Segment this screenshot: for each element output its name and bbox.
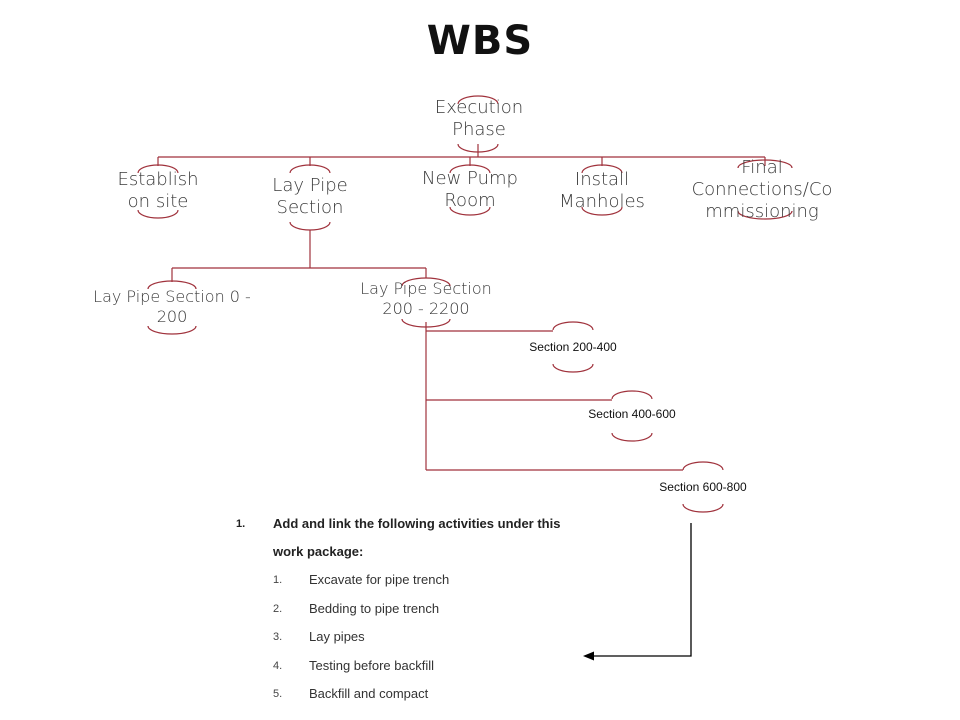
arc-pump-bottom	[449, 206, 491, 216]
node-install-manholes: Install Manholes	[542, 169, 662, 213]
instruction-main-number: 1.	[236, 518, 246, 530]
node-label-line: Install	[574, 169, 630, 190]
node-label-line: Connections/Co	[691, 179, 833, 200]
arc-s600-800-bottom	[682, 503, 724, 513]
arc-root-bottom	[457, 143, 499, 153]
activity-number: 4.	[273, 659, 283, 672]
arc-s400-600-top	[611, 390, 653, 400]
node-new-pump-room: New Pump Room	[405, 168, 535, 212]
instruction-main: 1. Add and link the following activities…	[236, 510, 616, 566]
arc-establish-bottom	[137, 209, 179, 219]
activity-number: 3.	[273, 631, 283, 643]
activity-item: 4. Testing before backfill	[236, 652, 616, 681]
node-execution-phase: Execution Phase	[409, 97, 549, 141]
arc-root-top	[457, 95, 499, 105]
activity-text: Lay pipes	[309, 629, 365, 644]
activity-item: 3. Lay pipes	[236, 623, 616, 652]
arc-sec0-bottom	[147, 325, 197, 335]
node-lay-pipe-section-200-2200: Lay Pipe Section 200 - 2200	[336, 279, 516, 319]
instruction-list: 1. Add and link the following activities…	[236, 510, 616, 709]
activity-list: 1. Excavate for pipe trench 2. Bedding to …	[236, 566, 616, 709]
arc-s400-600-bottom	[611, 432, 653, 442]
node-label-line: on site	[127, 191, 189, 212]
node-label-line: New Pump	[422, 168, 518, 189]
node-label-line: Lay Pipe Section 0 -	[93, 287, 251, 306]
node-label-line: mmissioning	[705, 201, 819, 222]
activity-number: 2.	[273, 602, 283, 615]
arc-final-bottom	[737, 210, 793, 220]
arc-pump-top	[449, 164, 491, 174]
node-label-line: Phase	[452, 119, 506, 140]
activity-text: Testing before backfill	[309, 657, 435, 673]
node-label-line: 200	[156, 307, 188, 326]
arc-laypipe-bottom	[289, 221, 331, 231]
node-label-line: Lay Pipe	[272, 175, 348, 196]
node-label-line: Room	[444, 190, 496, 211]
arc-s200-400-bottom	[552, 363, 594, 373]
activity-item: 2. Bedding to pipe trench	[236, 595, 616, 624]
arc-s200-400-top	[552, 321, 594, 331]
node-label-line: Manholes	[559, 191, 645, 212]
node-lay-pipe-section: Lay Pipe Section	[250, 175, 370, 219]
node-establish-on-site: Establish on site	[98, 169, 218, 213]
node-section-400-600: Section 400-600	[588, 407, 676, 421]
node-final-connections: Final Connections/Co mmissioning	[672, 157, 852, 223]
activity-text: Backfill and compact	[309, 686, 429, 701]
arc-sec0-top	[147, 280, 197, 290]
activity-item: 1. Excavate for pipe trench	[236, 566, 616, 595]
instruction-main-line: work package:	[273, 544, 364, 559]
arc-manholes-bottom	[581, 206, 623, 216]
activity-text: Excavate for pipe trench	[309, 572, 450, 587]
node-label-line: 200 - 2200	[382, 299, 470, 318]
node-label-line: Execution	[434, 97, 524, 118]
node-section-600-800: Section 600-800	[659, 480, 747, 494]
page-title: WBS	[426, 18, 534, 64]
node-lay-pipe-section-0-200: Lay Pipe Section 0 - 200	[82, 287, 262, 327]
node-label-line: Establish	[117, 169, 199, 190]
node-label-line: Lay Pipe Section	[360, 279, 492, 298]
activity-number: 5.	[273, 688, 283, 700]
activity-text: Bedding to pipe trench	[309, 600, 440, 616]
arc-s600-800-top	[682, 461, 724, 471]
node-section-200-400: Section 200-400	[529, 340, 617, 354]
node-label-line: Section	[276, 197, 344, 218]
instruction-main-line: Add and link the following activities un…	[273, 516, 561, 531]
pointer-arrow-line	[592, 523, 692, 657]
pointer-arrowhead	[583, 651, 594, 661]
arc-final-top	[737, 159, 793, 169]
activity-number: 1.	[273, 574, 283, 586]
arc-establish-top	[137, 164, 179, 174]
activity-item: 5. Backfill and compact	[236, 680, 616, 709]
arc-laypipe-top	[289, 164, 331, 174]
arc-sec200-top	[401, 277, 451, 287]
arc-sec200-bottom	[401, 318, 451, 328]
arc-manholes-top	[581, 164, 623, 174]
node-label-line: Final	[741, 157, 783, 178]
